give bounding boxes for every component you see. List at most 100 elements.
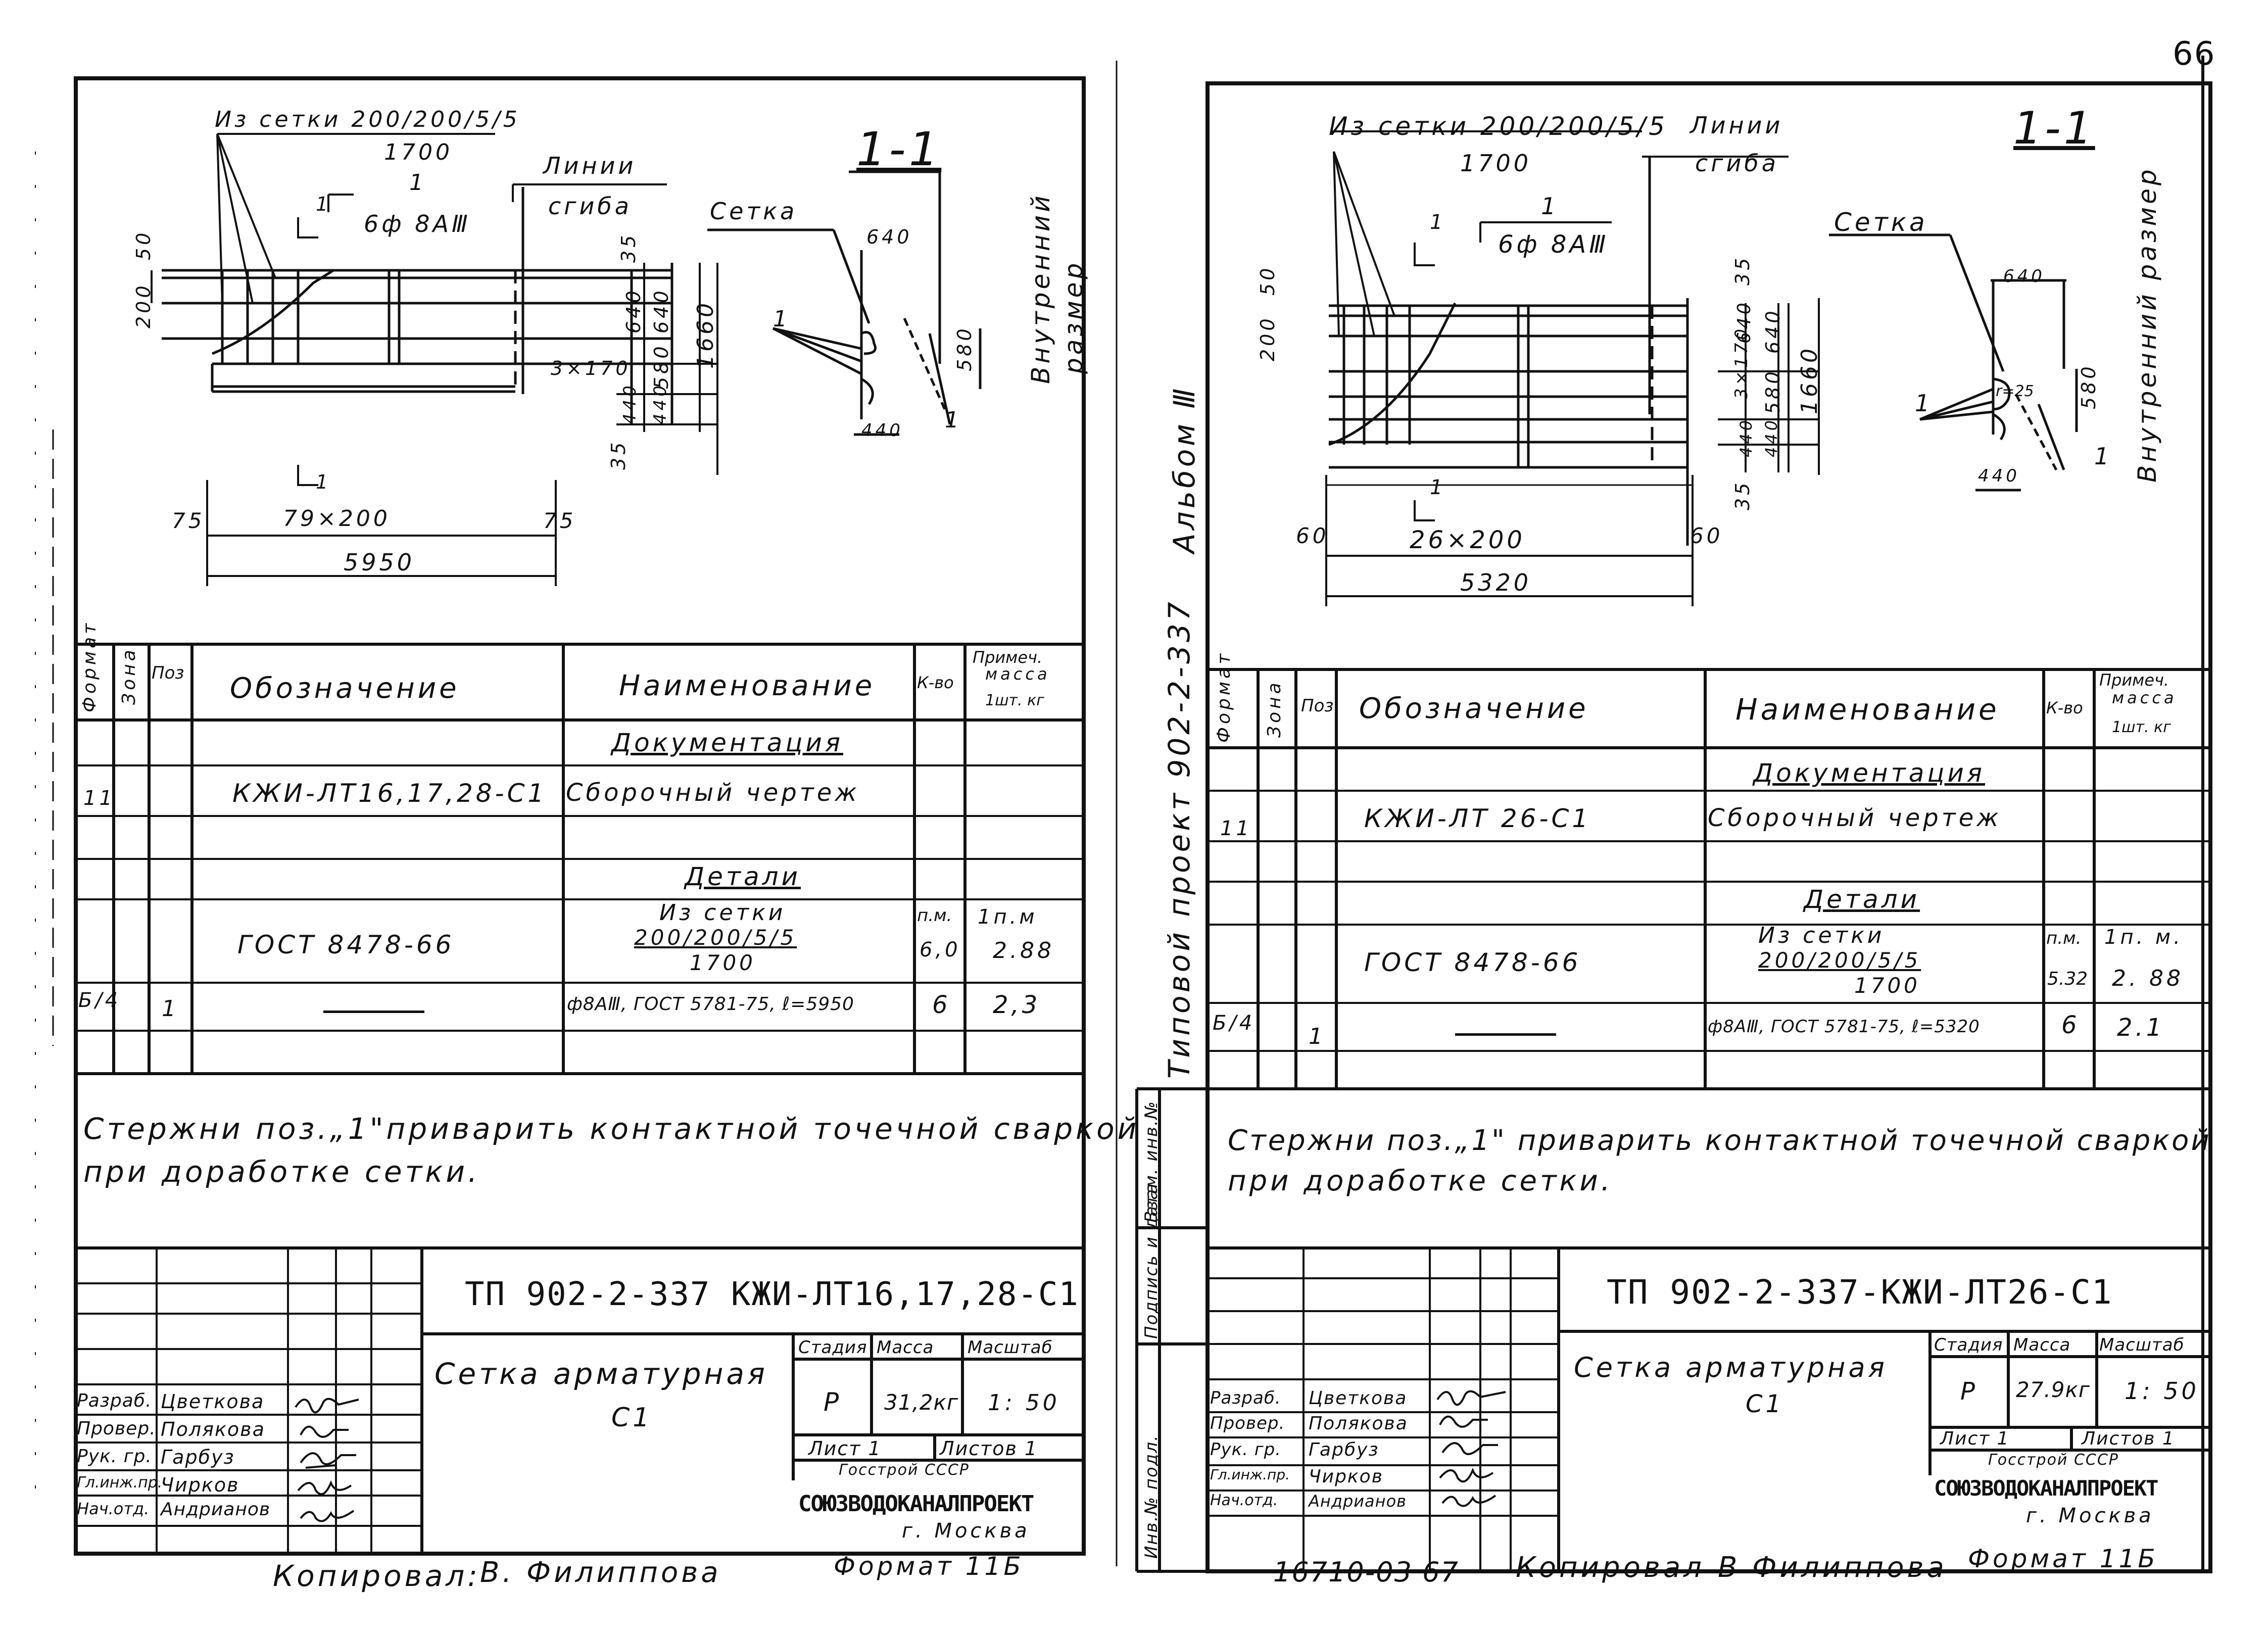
right-note-line-2: при доработке сетки. [1228, 1165, 1613, 1197]
left-h-name: Наименование [619, 669, 876, 702]
left-r3-pos: 1 [162, 996, 179, 1022]
left-role-1: Провер. [77, 1418, 156, 1439]
left-dim-5950: 5950 [344, 549, 415, 576]
right-dim-5320: 5320 [1460, 569, 1532, 596]
right-r2-name2: 200/200/5/5 [1758, 948, 1921, 973]
right-mesh-length: 1700 [1460, 150, 1532, 177]
left-name-2: Гарбуз [161, 1446, 235, 1468]
right-doc-section: Документация [1753, 758, 1985, 788]
left-note-line-2: при доработке сетки. [83, 1155, 480, 1189]
left-dim-35-top: 35 [617, 232, 640, 263]
right-h-note3: 1шт. кг [2112, 718, 2171, 736]
left-sec-pos-1: 1 [773, 306, 790, 332]
left-title-name-1: Сетка арматурная [435, 1357, 768, 1391]
left-dim-640: 640 [622, 287, 645, 333]
right-h-designation: Обозначение [1359, 692, 1589, 725]
left-format: Формат 11Б [834, 1552, 1024, 1581]
right-mass-header: Масса [2013, 1335, 2071, 1355]
right-title-name-2: С1 [1746, 1390, 1784, 1418]
left-inner-size: Внутренний [1026, 193, 1055, 384]
right-name-1: Полякова [1309, 1413, 1408, 1434]
right-h-zone: Зона [1264, 680, 1285, 738]
left-r2-designation: ГОСТ 8478-66 [237, 930, 455, 959]
left-r3-note: 2,3 [993, 991, 1041, 1019]
right-pos-marker: 1 [1541, 193, 1559, 220]
right-sec-pos-1: 1 [1915, 390, 1933, 417]
left-bend-lines: Линии [543, 152, 637, 179]
right-h-format: Формат [1214, 650, 1234, 743]
left-r2-note1: 1п.м [978, 905, 1038, 929]
left-copier: В. Филиппова [480, 1556, 721, 1589]
right-signatures [1436, 1390, 1506, 1507]
right-mass: 27.9кг [2016, 1377, 2090, 1402]
right-sec-440: 440 [1978, 466, 2020, 486]
left-sec-580: 580 [953, 325, 976, 371]
right-section-1-1 [1829, 233, 2078, 492]
right-section-title: 1-1 [2013, 102, 2095, 154]
right-side-album: Альбом Ⅲ [1167, 385, 1201, 553]
right-title-name-1: Сетка арматурная [1574, 1352, 1888, 1383]
right-name-3: Чирков [1309, 1466, 1383, 1487]
left-dim-79x200: 79×200 [283, 506, 391, 532]
left-role-0: Разраб. [77, 1390, 152, 1411]
right-scale: 1: 50 [2125, 1377, 2199, 1405]
left-h-qty: К-во [917, 673, 954, 692]
left-r3-format: Б/4 [78, 989, 121, 1012]
right-r2-qty1: п.м. [2046, 928, 2082, 948]
right-bars-label: 6ф 8АⅢ [1498, 230, 1609, 259]
left-scale-header: Масштаб [968, 1337, 1053, 1358]
right-r2-name1: Из сетки [1758, 923, 1885, 948]
left-note-line-1: Стержни поз.„1"приварить контактной точе… [83, 1112, 1140, 1146]
left-role-3: Гл.инж.пр. [77, 1474, 163, 1492]
left-inner-size-2: размер [1059, 260, 1088, 374]
right-stage: Р [1960, 1377, 1978, 1406]
left-dim-3x170: 3×170 [551, 357, 631, 379]
left-dim-640b: 640 [650, 287, 672, 333]
left-signatures [295, 1398, 359, 1522]
left-scale: 1: 50 [988, 1390, 1060, 1416]
left-r2-name1: Из сетки [659, 900, 786, 926]
left-name-0: Цветкова [161, 1390, 265, 1413]
left-section-title: 1-1 [856, 122, 942, 176]
left-r3-dash [323, 1011, 424, 1013]
left-section-1-1 [707, 170, 982, 436]
right-sec-pos-1b: 1 [2094, 443, 2112, 470]
right-name-0: Цветкова [1309, 1388, 1408, 1409]
right-dim-640: 640 [1734, 300, 1755, 344]
left-org-3: г. Москва [902, 1519, 1030, 1543]
right-r3-dash [1455, 1033, 1556, 1036]
right-r1-format: 11 [1220, 817, 1252, 840]
left-r3-name: ф8АⅢ, ГОСТ 5781-75, ℓ=5950 [567, 994, 854, 1015]
right-role-4: Нач.отд. [1210, 1492, 1278, 1509]
left-sheets-total: Листов 1 [940, 1437, 1038, 1460]
right-org-2: СОЮЗВОДОКАНАЛПРОЕКТ [1934, 1476, 2158, 1501]
right-dim-35-top: 35 [1731, 255, 1754, 285]
left-r2-note2: 2.88 [993, 938, 1054, 964]
left-dim-200: 200 [132, 282, 155, 328]
right-dim-440: 440 [1736, 417, 1756, 457]
left-dim-75-right: 75 [543, 508, 576, 533]
right-name-2: Гарбуз [1309, 1439, 1379, 1460]
right-r3-format: Б/4 [1213, 1012, 1256, 1035]
left-r2-qty2: 6,0 [920, 938, 961, 961]
left-dim-440: 440 [620, 382, 640, 424]
right-r2-designation: ГОСТ 8478-66 [1364, 948, 1581, 977]
left-sec-pos-1b: 1 [945, 407, 962, 433]
right-r3-name: ф8АⅢ, ГОСТ 5781-75, ℓ=5320 [1708, 1017, 1980, 1037]
right-h-qty: К-во [2046, 698, 2083, 717]
left-dim-50: 50 [132, 229, 155, 260]
right-copied: Копировал [1516, 1551, 1705, 1584]
right-name-4: Андрианов [1309, 1492, 1407, 1511]
right-mesh-elevation [1328, 157, 1689, 546]
left-dim-35-bot: 35 [607, 439, 630, 470]
right-r2-name3: 1700 [1854, 973, 1920, 998]
right-sec-580: 580 [2078, 363, 2100, 409]
right-h-note2: масса [2112, 688, 2177, 707]
left-h-note3: 1шт. кг [985, 692, 1044, 709]
right-r1-name: Сборочный чертеж [1708, 804, 2002, 832]
right-format: Формат 11Б [1968, 1544, 2158, 1573]
right-sheets-total: Листов 1 [2082, 1428, 2175, 1449]
left-doc-code: ТП 902-2-337 КЖИ-ЛТ16,17,28-С1 [465, 1276, 1079, 1313]
left-h-designation: Обозначение [230, 672, 460, 705]
